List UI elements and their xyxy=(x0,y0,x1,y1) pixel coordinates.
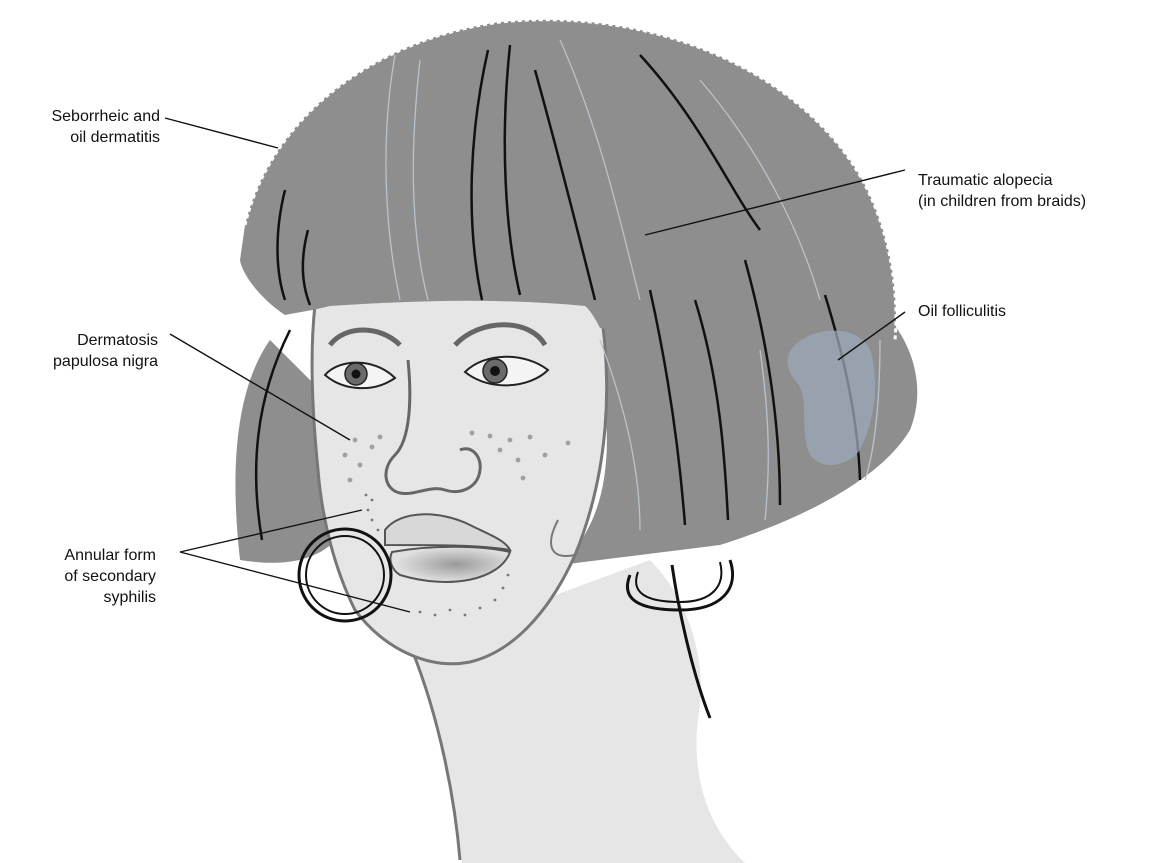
label-seborrheic-dermatitis: Seborrheic and oil dermatitis xyxy=(8,106,160,148)
label-dermatosis-papulosa-nigra: Dermatosis papulosa nigra xyxy=(36,330,158,372)
label-oil-folliculitis-line1: Oil folliculitis xyxy=(918,301,1006,322)
label-syphilis-line2: of secondary xyxy=(30,566,156,587)
label-dpn-line2: papulosa nigra xyxy=(36,351,158,372)
label-dpn-line1: Dermatosis xyxy=(36,330,158,351)
label-syphilis-line3: syphilis xyxy=(30,587,156,608)
label-traumatic-line2: (in children from braids) xyxy=(918,191,1086,212)
label-syphilis-line1: Annular form xyxy=(30,545,156,566)
label-seborrheic-line2: oil dermatitis xyxy=(8,127,160,148)
label-traumatic-line1: Traumatic alopecia xyxy=(918,170,1086,191)
label-seborrheic-line1: Seborrheic and xyxy=(8,106,160,127)
label-secondary-syphilis: Annular form of secondary syphilis xyxy=(30,545,156,608)
label-oil-folliculitis: Oil folliculitis xyxy=(918,301,1006,322)
label-traumatic-alopecia: Traumatic alopecia (in children from bra… xyxy=(918,170,1086,212)
leader-seborrheic xyxy=(165,118,278,148)
